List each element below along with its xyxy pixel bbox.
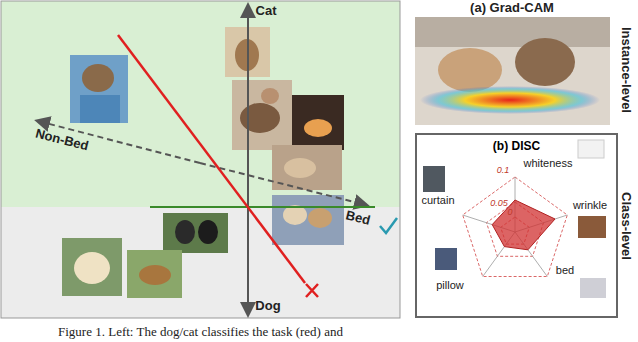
side-label: Instance-level	[619, 27, 633, 113]
tick-label: 0.05	[490, 196, 508, 210]
concept-label: pillow	[436, 278, 464, 292]
concept-label: curtain	[421, 193, 454, 207]
side-label: Class-level	[619, 192, 633, 260]
tick-label: 0	[507, 205, 512, 219]
tick-label: 0.1	[497, 163, 510, 177]
concept-label: bed	[556, 263, 574, 277]
panel-title: (b) DISC	[417, 139, 616, 153]
concept-label: whiteness	[524, 156, 573, 170]
figure-caption: Figure 1. Left: The dog/cat classifies t…	[58, 324, 343, 340]
axis-label: Dog	[255, 299, 280, 313]
axis-label: Cat	[256, 4, 277, 18]
panel-title: (a) Grad-CAM	[470, 1, 554, 15]
concept-label: wrinkle	[573, 198, 607, 212]
